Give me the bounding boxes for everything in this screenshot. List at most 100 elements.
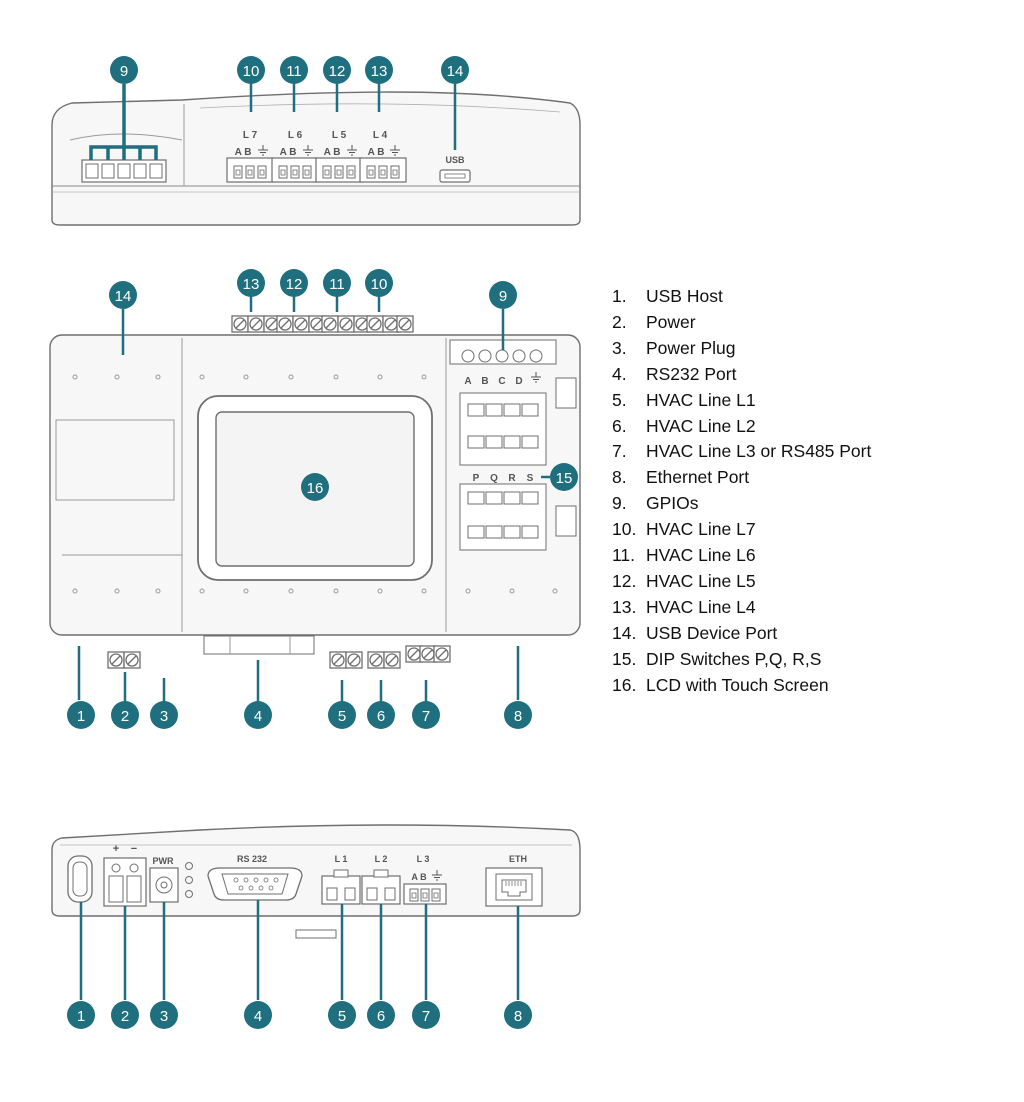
bottom-rs232-port	[207, 867, 303, 901]
front-callout-12: 12	[280, 269, 308, 297]
front-callout-13: 13	[237, 269, 265, 297]
bottom-callout-2: 2	[111, 1001, 139, 1029]
legend-item: 12. HVAC Line L5	[612, 569, 871, 595]
front-callout-15: 15	[550, 463, 578, 491]
svg-text:8: 8	[514, 1008, 522, 1025]
svg-text:16: 16	[307, 480, 324, 497]
top-callout-10: 10	[237, 56, 265, 84]
port-legend: 1.USB Host 2.Power 3.Power Plug 4.RS232 …	[612, 284, 871, 699]
front-label-b: B	[481, 376, 488, 387]
legend-item-number: 3.	[612, 337, 627, 358]
svg-text:3: 3	[160, 1008, 168, 1025]
top-label-usb: USB	[445, 155, 465, 165]
svg-text:7: 7	[422, 1008, 430, 1025]
legend-item-number: 14.	[612, 622, 637, 643]
svg-text:6: 6	[377, 1008, 385, 1025]
svg-text:14: 14	[115, 288, 132, 305]
legend-item-number: 11.	[612, 545, 636, 566]
top-label-ab-l4: A B	[368, 147, 385, 158]
front-label-d: D	[515, 376, 522, 387]
svg-text:1: 1	[77, 708, 85, 725]
top-label-l6: L 6	[288, 130, 303, 141]
bottom-callout-7: 7	[412, 1001, 440, 1029]
bottom-label-rs232: RS 232	[237, 854, 267, 864]
legend-item: 9. GPIOs	[612, 491, 871, 517]
front-callout-2: 2	[111, 701, 139, 729]
svg-text:8: 8	[514, 708, 522, 725]
svg-text:4: 4	[254, 1008, 262, 1025]
bottom-label-pwr: PWR	[153, 856, 174, 866]
svg-text:7: 7	[422, 708, 430, 725]
legend-item: 8. Ethernet Port	[612, 465, 871, 491]
legend-item: 4.RS232 Port	[612, 362, 871, 388]
bottom-label-ab: A B	[411, 872, 427, 882]
bottom-ground-symbol	[432, 870, 442, 881]
bottom-view-housing	[51, 824, 581, 917]
svg-text:2: 2	[121, 708, 129, 725]
bottom-callout-1: 1	[67, 1001, 95, 1029]
legend-item-text: HVAC Line L1	[646, 389, 756, 410]
legend-item-number: 9.	[612, 493, 627, 514]
legend-item-text: HVAC Line L3 or RS485 Port	[646, 441, 872, 462]
legend-item-text: HVAC Line L5	[646, 570, 756, 591]
legend-item: 3.Power Plug	[612, 336, 871, 362]
legend-item-number: 8.	[612, 467, 627, 488]
top-label-l4: L 4	[373, 130, 388, 141]
front-callout-1: 1	[67, 701, 95, 729]
top-l5-connector	[315, 157, 363, 183]
front-callout-16: 16	[301, 473, 329, 501]
legend-item-text: Ethernet Port	[646, 467, 750, 488]
bottom-view: + − PWR RS 232 L 1 L 2	[51, 824, 581, 1029]
front-ground-symbol	[531, 372, 541, 383]
top-label-l7: L 7	[243, 130, 258, 141]
front-power-terminal	[107, 651, 141, 669]
top-callout-11: 11	[280, 56, 308, 84]
legend-item: 7.HVAC Line L3 or RS485 Port	[612, 439, 871, 465]
front-callout-5: 5	[328, 701, 356, 729]
legend-item-number: 10.	[612, 519, 637, 540]
legend-item-text: DIP Switches P,Q, R,S	[646, 648, 822, 669]
top-callout-12: 12	[323, 56, 351, 84]
bottom-callout-4: 4	[244, 1001, 272, 1029]
legend-item: 11.HVAC Line L6	[612, 543, 871, 569]
top-l7-connector	[226, 157, 274, 183]
front-label-q: Q	[490, 473, 498, 484]
front-gpio-panel	[449, 339, 577, 551]
front-l3-terminal	[405, 645, 451, 663]
front-view: A B C D P Q R S	[49, 269, 581, 729]
legend-item-text: HVAC Line L7	[646, 519, 756, 540]
bottom-led-indicators	[185, 862, 193, 898]
svg-text:6: 6	[377, 708, 385, 725]
svg-text:5: 5	[338, 708, 346, 725]
svg-text:1: 1	[77, 1008, 85, 1025]
svg-text:9: 9	[120, 63, 128, 80]
bottom-label-l2: L 2	[375, 854, 388, 864]
svg-text:11: 11	[286, 63, 302, 80]
legend-item: 13.HVAC Line L4	[612, 595, 871, 621]
front-callout-11: 11	[323, 269, 351, 297]
bottom-power-terminal	[103, 857, 147, 907]
front-label-c: C	[498, 376, 505, 387]
svg-text:11: 11	[329, 276, 345, 293]
svg-text:14: 14	[447, 63, 464, 80]
top-view: L 7 L 6 L 5 L 4 A B A B A B A B USB 9	[51, 56, 581, 226]
front-l2-terminal	[367, 651, 401, 669]
bottom-label-plus: +	[113, 843, 119, 855]
front-callout-4: 4	[244, 701, 272, 729]
legend-item: 2. Power	[612, 310, 871, 336]
front-rs232-connector	[203, 635, 315, 655]
bottom-power-plug	[149, 867, 179, 903]
front-screw-dots	[72, 374, 558, 594]
legend-item-number: 12.	[612, 570, 637, 591]
top-label-l5: L 5	[332, 130, 347, 141]
legend-item-text: GPIOs	[646, 493, 699, 514]
legend-item-text: RS232 Port	[646, 363, 737, 384]
svg-text:10: 10	[371, 276, 388, 293]
top-label-ab-l5: A B	[324, 147, 341, 158]
legend-item-number: 2.	[612, 311, 627, 332]
legend-item-text: USB Device Port	[646, 622, 778, 643]
top-l4-connector	[359, 157, 407, 183]
top-callout-13: 13	[365, 56, 393, 84]
legend-item-text: Power	[646, 311, 696, 332]
